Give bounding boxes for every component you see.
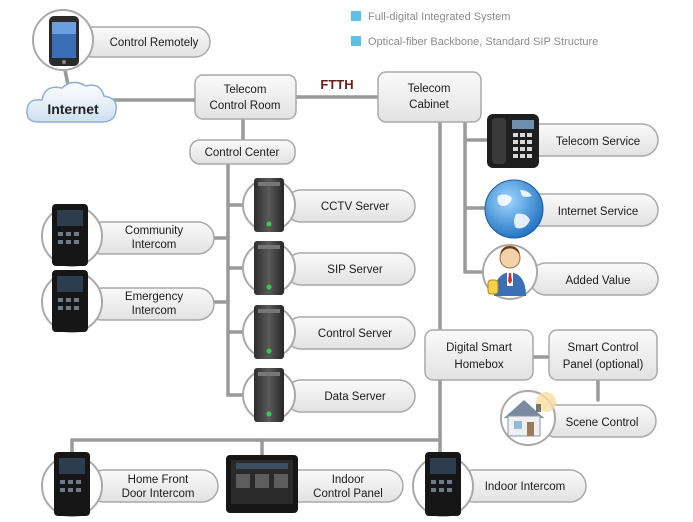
homebox-line-1: Digital Smart <box>446 342 513 354</box>
legend: Full-digital Integrated System Optical-f… <box>351 11 598 48</box>
node-internet-service: Internet Service <box>484 179 659 239</box>
telecom-service-label: Telecom Service <box>556 136 640 148</box>
indoor-control-panel-line-2: Control Panel <box>313 488 383 500</box>
control-server-label: Control Server <box>318 328 392 340</box>
home-front-door-line-2: Door Intercom <box>122 488 195 500</box>
node-sip-server: SIP Server <box>242 241 416 295</box>
intercom-device-icon <box>52 204 88 266</box>
cctv-server-label: CCTV Server <box>321 201 390 213</box>
node-telecom-control-room: Telecom Control Room <box>194 74 297 120</box>
node-telecom-service: Telecom Service <box>487 114 659 168</box>
community-intercom-line-2: Intercom <box>132 239 177 251</box>
touch-panel-icon <box>226 455 298 513</box>
node-internet: Internet <box>26 81 117 123</box>
house-icon <box>504 392 556 437</box>
node-emergency-intercom: Emergency Intercom <box>41 270 215 333</box>
ftth-label: FTTH <box>320 77 353 92</box>
smart-panel-line-2: Panel (optional) <box>563 359 644 371</box>
indoor-control-panel-line-1: Indoor <box>332 474 365 486</box>
server-icon <box>254 305 284 359</box>
phone-device-icon <box>49 16 79 66</box>
node-digital-smart-homebox: Digital Smart Homebox <box>424 329 534 381</box>
internet-label: Internet <box>47 101 99 117</box>
scene-control-label: Scene Control <box>566 417 639 429</box>
home-front-door-line-1: Home Front <box>128 474 190 486</box>
node-telecom-cabinet: Telecom Cabinet <box>377 71 482 123</box>
intercom-device-icon <box>425 452 461 516</box>
legend-square-1 <box>351 11 361 21</box>
node-indoor-control-panel: Indoor Control Panel <box>226 455 404 513</box>
intercom-device-icon <box>54 452 90 516</box>
community-intercom-line-1: Community <box>125 225 183 237</box>
node-cctv-server: CCTV Server <box>242 178 416 232</box>
node-control-center: Control Center <box>189 139 296 165</box>
node-home-front-door-intercom: Home Front Door Intercom <box>41 452 219 517</box>
cloud-icon <box>26 81 117 123</box>
server-icon <box>254 368 284 422</box>
desk-phone-icon <box>487 114 539 168</box>
emergency-intercom-line-1: Emergency <box>125 291 183 303</box>
node-control-remotely: Control Remotely <box>32 9 211 71</box>
node-community-intercom: Community Intercom <box>41 204 215 267</box>
sip-server-label: SIP Server <box>327 264 383 276</box>
intercom-device-icon <box>52 270 88 332</box>
emergency-intercom-line-2: Intercom <box>132 305 177 317</box>
legend-item-2: Optical-fiber Backbone, Standard SIP Str… <box>368 36 598 48</box>
node-data-server: Data Server <box>242 368 416 422</box>
node-control-server: Control Server <box>242 305 416 359</box>
telecom-control-room-line-1: Telecom <box>224 84 267 96</box>
indoor-intercom-label: Indoor Intercom <box>485 481 566 493</box>
telecom-control-room-line-2: Control Room <box>210 100 281 112</box>
homebox-line-2: Homebox <box>454 359 503 371</box>
data-server-label: Data Server <box>324 391 386 403</box>
node-added-value: Added Value <box>482 244 659 300</box>
server-icon <box>254 241 284 295</box>
control-remotely-label: Control Remotely <box>110 37 199 49</box>
internet-service-label: Internet Service <box>558 206 639 218</box>
smart-panel-line-1: Smart Control <box>568 342 639 354</box>
person-icon <box>487 246 526 296</box>
legend-item-1: Full-digital Integrated System <box>368 11 510 23</box>
server-icon <box>254 178 284 232</box>
node-scene-control: Scene Control <box>500 390 657 446</box>
telecom-cabinet-line-2: Cabinet <box>409 99 449 111</box>
node-indoor-intercom: Indoor Intercom <box>412 452 587 517</box>
control-center-label: Control Center <box>205 147 280 159</box>
added-value-label: Added Value <box>565 275 630 287</box>
telecom-cabinet-line-1: Telecom <box>408 83 451 95</box>
node-smart-control-panel: Smart Control Panel (optional) <box>548 329 658 381</box>
legend-square-2 <box>351 36 361 46</box>
globe-icon <box>484 179 544 239</box>
